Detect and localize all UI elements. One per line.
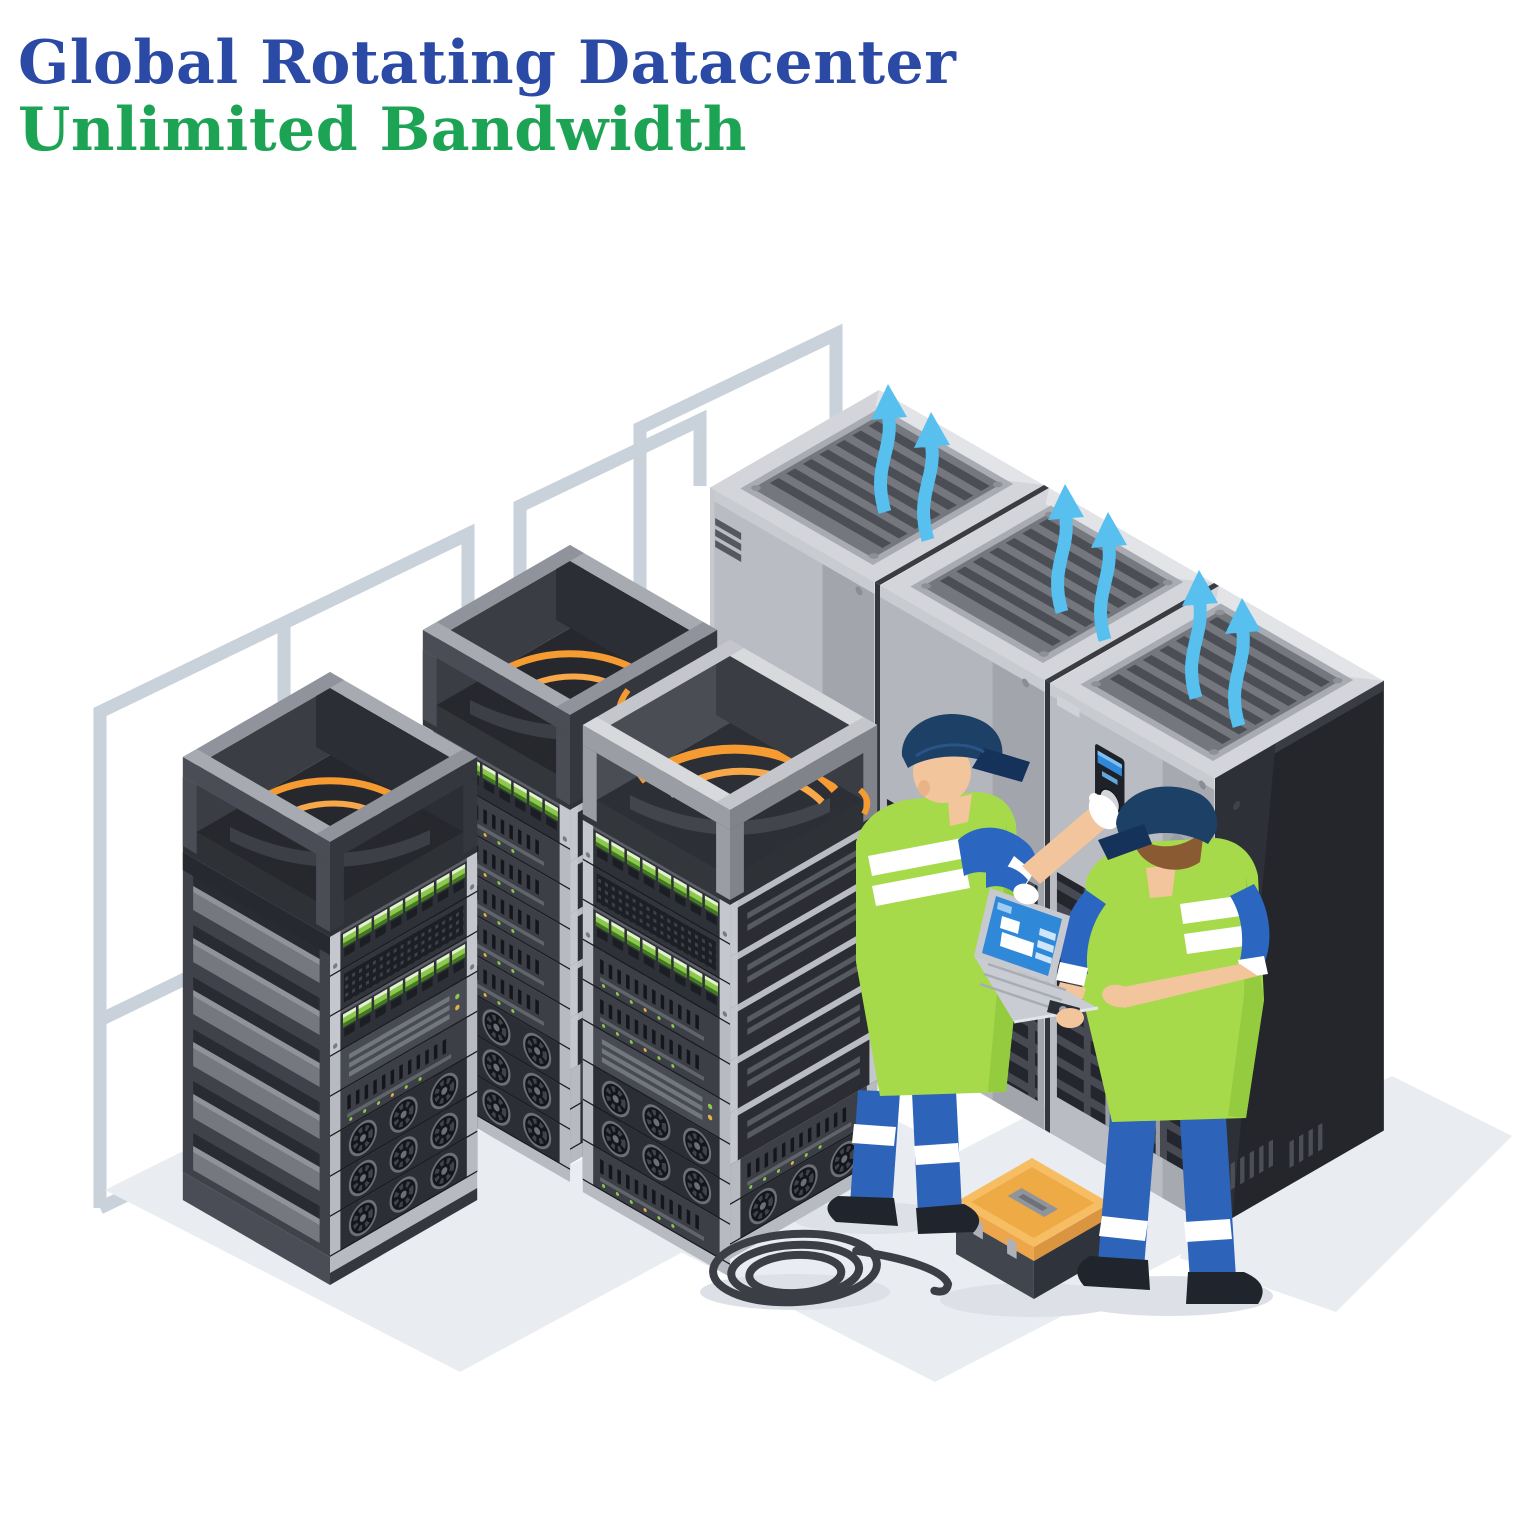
left-leg	[850, 1090, 900, 1208]
server-rack-left	[183, 672, 477, 1285]
right-arm-sleeve	[1230, 884, 1270, 968]
ear	[918, 780, 930, 796]
forearm	[1022, 806, 1110, 884]
hair	[1134, 830, 1204, 870]
cap-brim	[972, 748, 1030, 782]
cabinet-front-gap-2	[1045, 680, 1050, 1133]
right-shoe	[1186, 1272, 1263, 1304]
hands	[1013, 883, 1258, 1028]
hand-on-keyboard	[1102, 984, 1134, 1008]
cap-brim	[1098, 824, 1152, 860]
page-subtitle: Unlimited Bandwidth	[18, 95, 747, 166]
server-rack-right	[583, 640, 877, 1277]
left-shoe	[1077, 1256, 1150, 1290]
cap	[901, 714, 1003, 768]
cabinet-gap-2	[1045, 583, 1219, 683]
header: Global Rotating Datacenter Unlimited Ban…	[18, 28, 957, 166]
glove	[1088, 794, 1120, 830]
cabinet-gap-1	[875, 485, 1049, 585]
cable-coil	[709, 1229, 953, 1307]
page-title: Global Rotating Datacenter	[18, 28, 957, 98]
technician-left	[827, 714, 1120, 1234]
hand-under-laptop	[1056, 1008, 1084, 1028]
right-shoe	[916, 1204, 980, 1234]
left-arm-sleeve	[1060, 890, 1106, 974]
orange-cable	[857, 787, 871, 816]
glove-on-screen	[1013, 883, 1039, 905]
left-shoe	[827, 1196, 898, 1226]
